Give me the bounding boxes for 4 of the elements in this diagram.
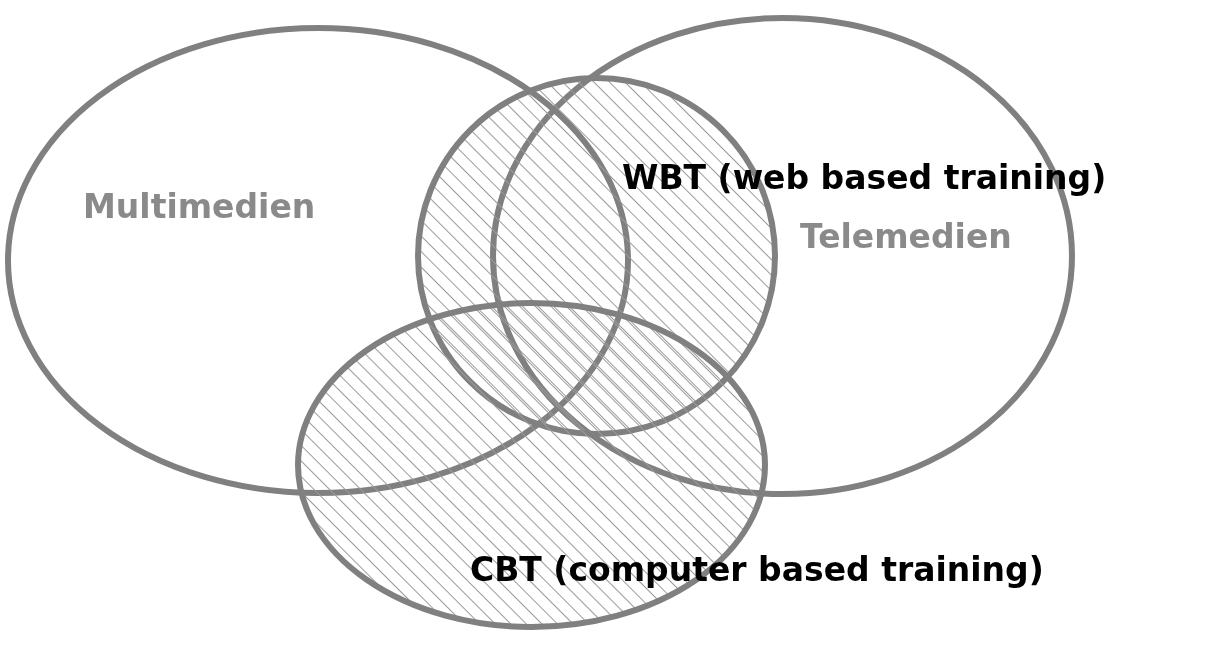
set-label: CBT (computer based training) (470, 553, 1044, 586)
set-label: Multimedien (83, 190, 316, 223)
set-label: WBT (web based training) (622, 161, 1107, 194)
set-label: Telemedien (800, 220, 1012, 253)
